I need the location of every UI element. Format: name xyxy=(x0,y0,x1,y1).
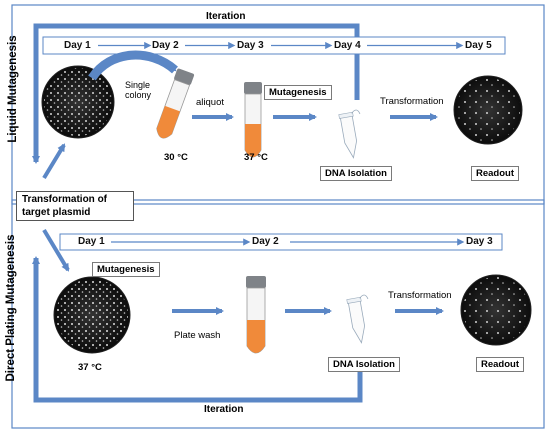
direct-day-3: Day 3 xyxy=(466,236,493,247)
liquid-side-label: Liquid Mutagenesis xyxy=(7,35,19,143)
liquid-temp-37: 37 °C xyxy=(244,152,268,163)
direct-side-label: Direct Plating Mutagenesis xyxy=(5,234,17,382)
liquid-readout-label: Readout xyxy=(471,166,519,181)
aliquot-label: aliquot xyxy=(196,97,224,108)
liquid-iteration-loop xyxy=(32,23,360,164)
direct-iteration-label: Iteration xyxy=(204,404,244,415)
pick-colony-arrow xyxy=(88,50,178,81)
liquid-section-frame xyxy=(11,4,545,205)
direct-iteration-loop xyxy=(32,256,363,403)
plate-wash-label: Plate wash xyxy=(174,330,221,341)
liquid-day-2: Day 2 xyxy=(152,40,179,51)
direct-day-1: Day 1 xyxy=(78,236,105,247)
eppendorf-tube-direct xyxy=(346,294,369,344)
direct-temp-37: 37 °C xyxy=(78,362,102,373)
liquid-day-4: Day 4 xyxy=(334,40,361,51)
eppendorf-tube-liquid xyxy=(338,109,361,159)
liquid-mutagenesis-label: Mutagenesis xyxy=(264,85,332,100)
liquid-temp-30: 30 °C xyxy=(164,152,188,163)
liquid-transformation-label: Transformation xyxy=(380,96,444,107)
liquid-iteration-label: Iteration xyxy=(206,11,246,22)
direct-timeline-box xyxy=(59,233,503,251)
single-colony-label: Single colony xyxy=(125,80,152,101)
tube-direct xyxy=(246,276,266,354)
liquid-day-1: Day 1 xyxy=(64,40,91,51)
tube-30c xyxy=(156,68,195,139)
liquid-day-5: Day 5 xyxy=(465,40,492,51)
transformation-target-box: Transformation of target plasmid xyxy=(16,191,134,221)
liquid-day-3: Day 3 xyxy=(237,40,264,51)
tube-37c xyxy=(244,82,262,158)
direct-readout-label: Readout xyxy=(476,357,524,372)
liquid-dna-isolation-label: DNA Isolation xyxy=(320,166,392,181)
direct-mutagenesis-label: Mutagenesis xyxy=(92,262,160,277)
direct-transformation-label: Transformation xyxy=(388,290,452,301)
direct-section-frame xyxy=(11,199,545,429)
direct-day-2: Day 2 xyxy=(252,236,279,247)
direct-dna-isolation-label: DNA Isolation xyxy=(328,357,400,372)
